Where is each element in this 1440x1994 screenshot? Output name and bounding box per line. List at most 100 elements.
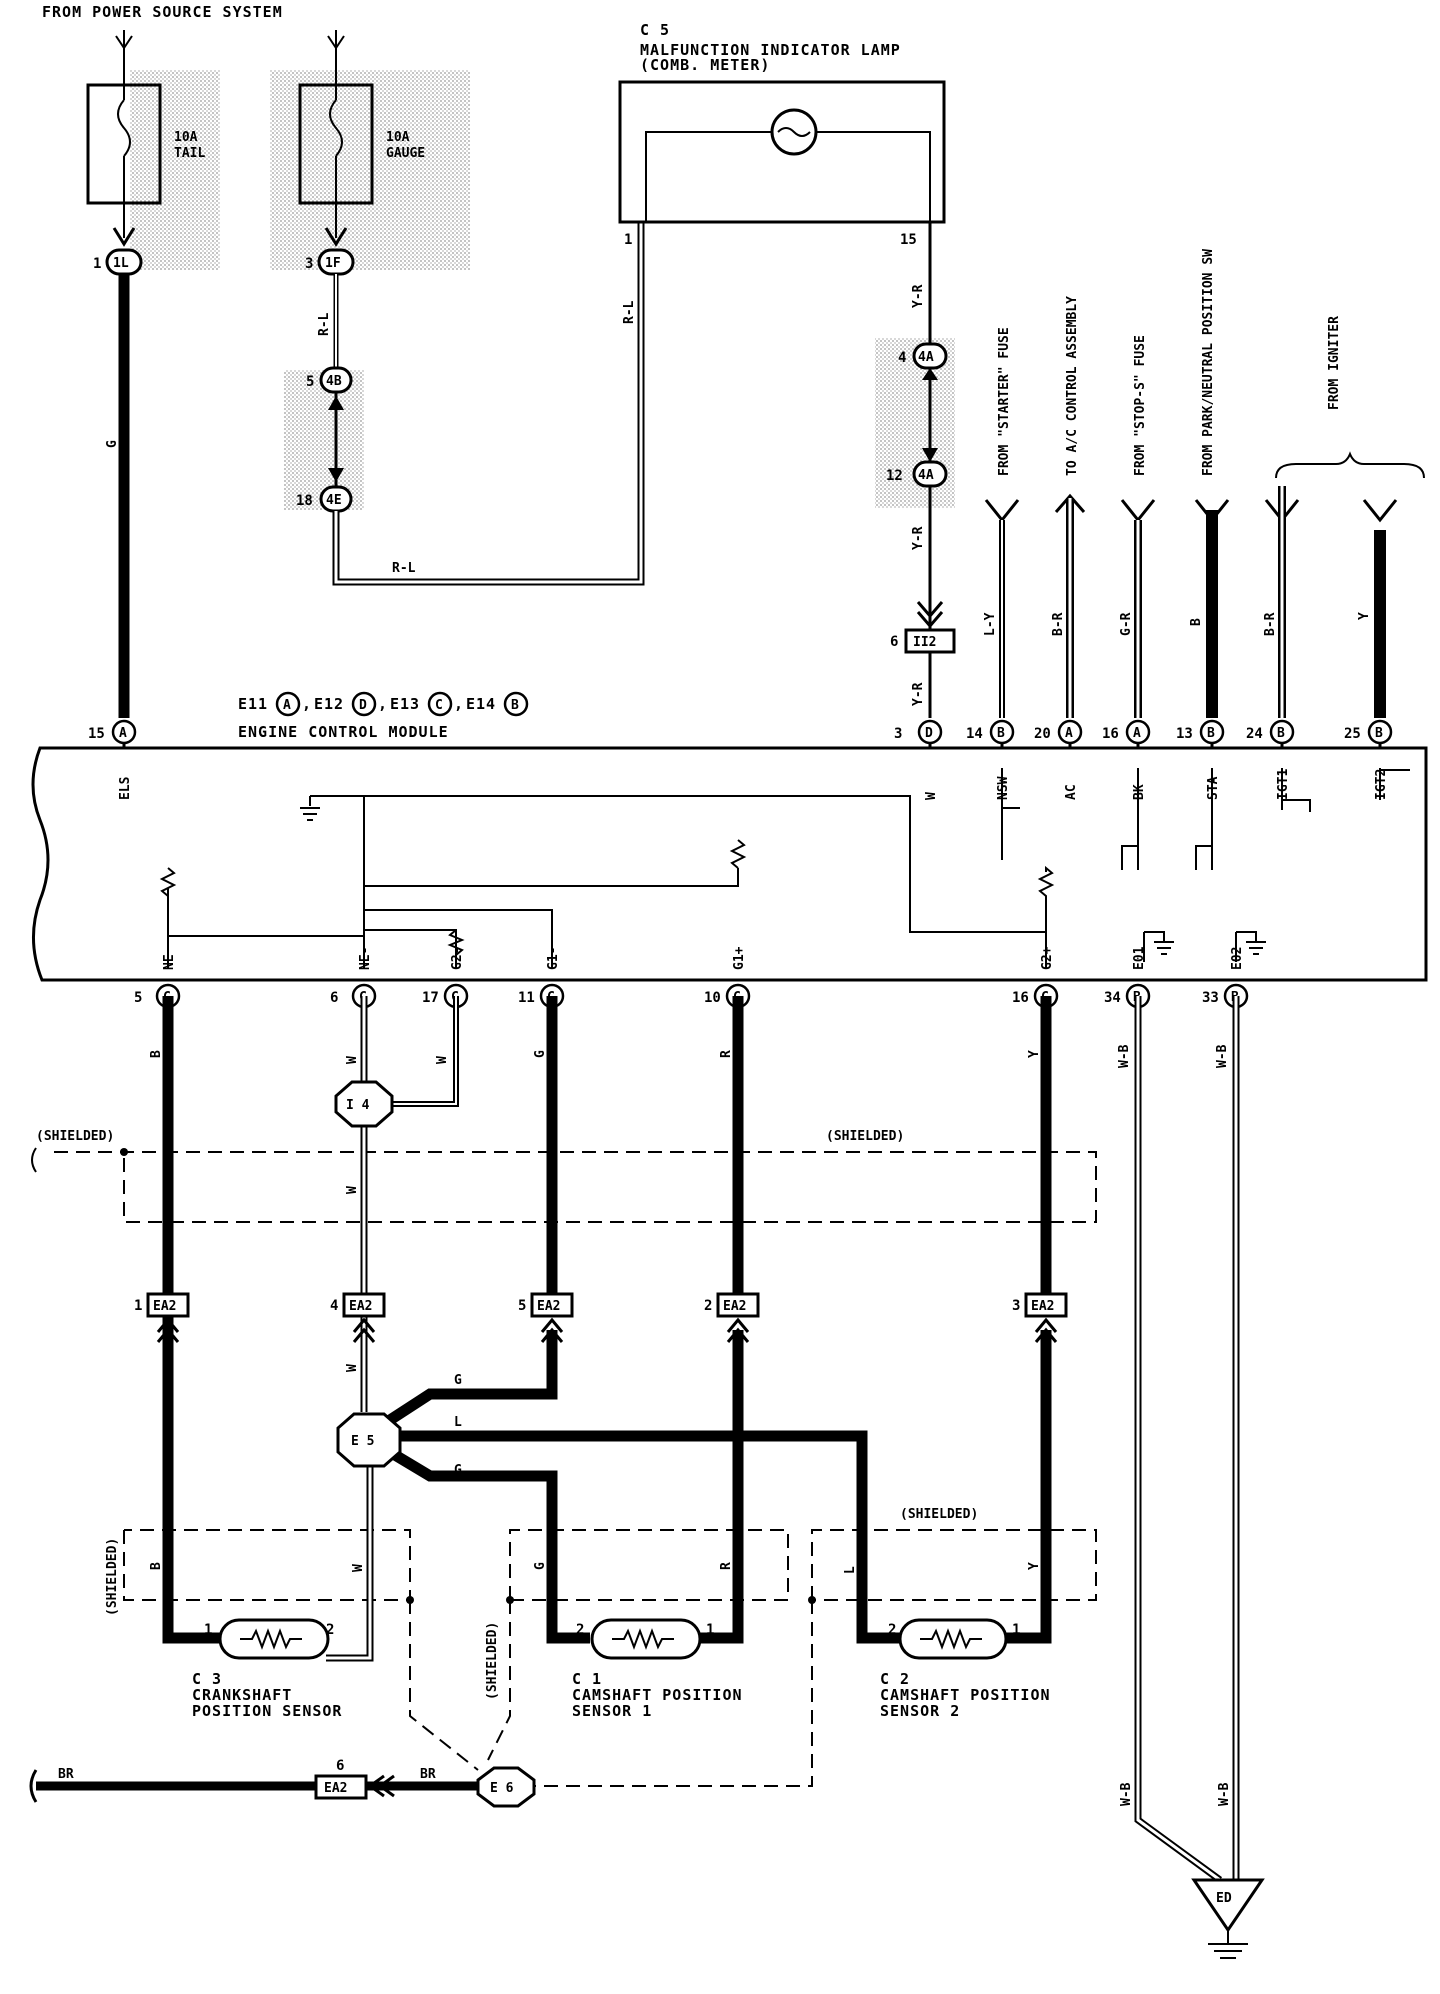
mil-pin-left: 1 xyxy=(624,232,632,248)
ecm-top-pin-w: D 3W xyxy=(894,719,943,800)
ecm-bottom-pin-num: 16 xyxy=(1012,990,1029,1006)
wire-label-wb-e02: W-B xyxy=(1215,1044,1230,1068)
ecm-top-pin-term: IGT2 xyxy=(1374,769,1389,800)
junction-4e-pin: 18 xyxy=(296,493,313,509)
ecm-bottom-pin-num: 5 xyxy=(134,990,142,1006)
junction-4b-pin: 5 xyxy=(306,374,314,390)
wire-label-ly: L-Y xyxy=(983,612,998,636)
shield-label-c2: (SHIELDED) xyxy=(900,1507,978,1522)
connector-ii2-pin: 6 xyxy=(890,634,898,650)
wire-label-br-igt: B-R xyxy=(1263,612,1278,636)
ecm-conn-a: A xyxy=(283,698,291,713)
ecm-body xyxy=(31,746,1428,982)
wire-label-br-right: BR xyxy=(420,1767,436,1782)
external-stop-label: FROM "STOP-S" FUSE xyxy=(1133,335,1148,476)
wire-label-b-c3: B xyxy=(149,1562,164,1570)
fuse-gauge: 10A GAUGE xyxy=(270,30,470,270)
ecm-top-pin-num: 16 xyxy=(1102,726,1119,742)
external-igniter-label: FROM IGNITER xyxy=(1327,316,1342,410)
sensor-c3-pin2: 2 xyxy=(326,1622,334,1638)
wire-label-g-e5-upper: G xyxy=(454,1373,462,1388)
ea2-connector-pin: 3 xyxy=(1012,1298,1020,1314)
ecm-conn-e11: E11 xyxy=(238,695,268,713)
ecm-top-pin-num: 20 xyxy=(1034,726,1051,742)
ecm-top-pin-num: 3 xyxy=(894,726,902,742)
ecm-top-pin-conn: B xyxy=(1207,726,1215,741)
mil-code: C 5 xyxy=(640,21,670,39)
junction-4a-bottom-pin: 12 xyxy=(886,468,903,484)
wire-label-yr-top: Y-R xyxy=(911,284,926,308)
wire-label-g-c1: G xyxy=(533,1562,548,1570)
shield-label-c3: (SHIELDED) xyxy=(105,1538,120,1616)
ecm-conn-e13: E13 xyxy=(390,695,420,713)
ground-ed-label: ED xyxy=(1216,1891,1232,1906)
mil-title: MALFUNCTION INDICATOR LAMP xyxy=(640,41,901,59)
ecm-bottom-pin-num: 33 xyxy=(1202,990,1219,1006)
ecm-top-pin-term: AC xyxy=(1064,784,1079,800)
shield-label-right: (SHIELDED) xyxy=(826,1129,904,1144)
sensor-c1-pin1: 2 xyxy=(576,1622,584,1638)
ecm-bottom-pin-term: NE xyxy=(162,954,177,970)
wire-label-w-shield: W xyxy=(345,1186,360,1194)
wire-label-wb-ed-right: W-B xyxy=(1217,1782,1232,1806)
connector-ii2-label: II2 xyxy=(913,635,936,650)
sensor-c1-line1: CAMSHAFT POSITION xyxy=(572,1686,743,1704)
ecm-bottom-pin-term: G1- xyxy=(546,947,561,970)
sensor-c1: 2 1 xyxy=(576,1618,714,1660)
ea2-connector-label: EA2 xyxy=(537,1299,560,1314)
splice-e5 xyxy=(336,1412,402,1468)
ecm-top-pin-num: 24 xyxy=(1246,726,1263,742)
ecm-top-pin-conn: D xyxy=(925,726,933,741)
sensor-c3-code: C 3 xyxy=(192,1670,222,1688)
ea2-connector-pin: 4 xyxy=(330,1298,338,1314)
junction-4e-connector: 4E xyxy=(326,493,342,508)
wire-label-b-ne: B xyxy=(149,1050,164,1058)
splice-e6 xyxy=(476,1766,536,1808)
sensor-c3-line1: CRANKSHAFT xyxy=(192,1686,292,1704)
shield-main xyxy=(54,1151,1097,1223)
junction-4a-top-pin: 4 xyxy=(898,350,906,366)
wire-label-yr-mid: Y-R xyxy=(911,526,926,550)
ecm-top-pin-term: W xyxy=(924,792,939,800)
ecm-top-pin-num: 25 xyxy=(1344,726,1361,742)
wire-label-yr-bottom: Y-R xyxy=(911,682,926,706)
ecm-bottom-pin-num: 17 xyxy=(422,990,439,1006)
ecm-bottom-pin-num: 6 xyxy=(330,990,338,1006)
power-source-label: FROM POWER SOURCE SYSTEM xyxy=(42,3,283,21)
fuse-gauge-rating: 10A xyxy=(386,130,410,145)
external-starter-label: FROM "STARTER" FUSE xyxy=(997,327,1012,476)
ea2-connector-label: EA2 xyxy=(153,1299,176,1314)
ecm-top-pin-term: BK xyxy=(1132,784,1147,800)
wire-label-w-g2: W xyxy=(435,1056,450,1064)
wire-label-r-g1: R xyxy=(719,1050,734,1058)
shield-label-c1: (SHIELDED) xyxy=(485,1622,500,1700)
fuse-gauge-pin: 3 xyxy=(305,256,313,272)
ecm-top-pin-conn: B xyxy=(997,726,1005,741)
ecm-top-pins: A15ELSD3WB14NSWA20ACA16BKB13STAB24IGT1B2… xyxy=(88,719,1393,800)
splice-e5-label: E 5 xyxy=(351,1434,374,1449)
fuse-tail-connector: 1L xyxy=(113,256,129,271)
splice-i4-label: I 4 xyxy=(346,1098,370,1113)
fuse-tail-pin: 1 xyxy=(93,256,101,272)
wire-label-r-c1: R xyxy=(719,1562,734,1570)
sensor-c1-line2: SENSOR 1 xyxy=(572,1702,652,1720)
sensor-c3: 1 2 xyxy=(204,1618,334,1660)
junction-4a-top-connector: 4A xyxy=(918,350,934,365)
ecm-conn-e14: E14 xyxy=(466,695,496,713)
sensor-c2-pin1: 2 xyxy=(888,1622,896,1638)
ecm-bottom-pin-term: G2+ xyxy=(1040,946,1055,970)
shield-c2 xyxy=(811,1529,1097,1601)
fuse-tail-rating: 10A xyxy=(174,130,198,145)
ecm-conn-d: D xyxy=(359,698,367,713)
fuse-tail-name: TAIL xyxy=(174,146,205,161)
wire-label-w-c3: W xyxy=(351,1564,366,1572)
wire-label-l-c2: L xyxy=(843,1566,858,1574)
